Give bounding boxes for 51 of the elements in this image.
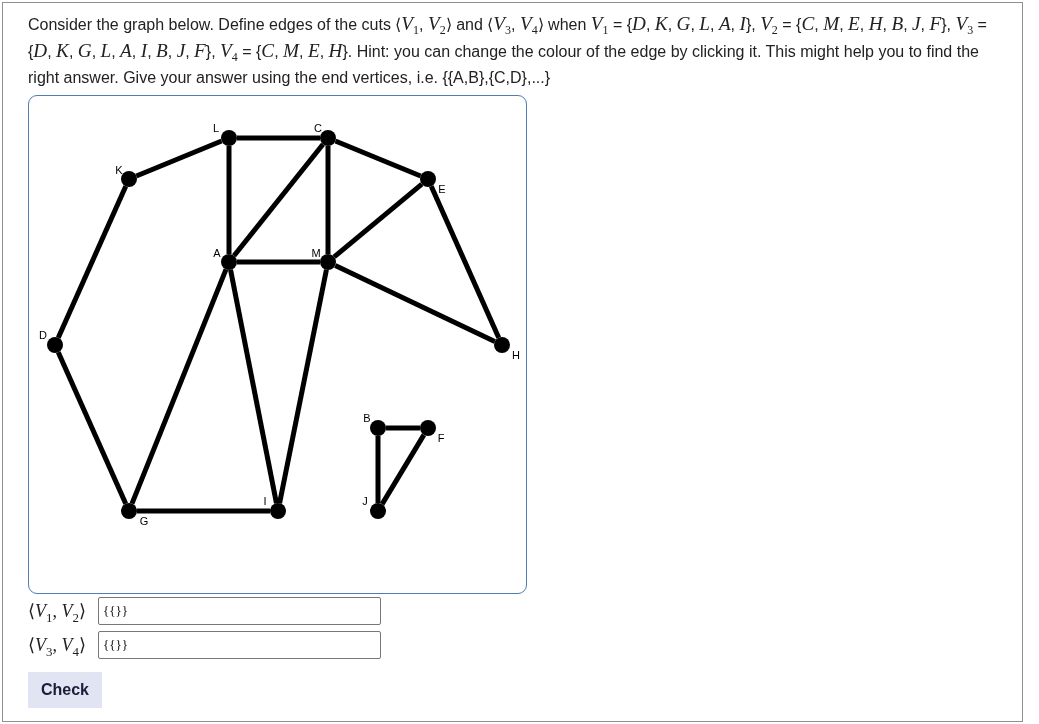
vertex-dot	[47, 337, 63, 353]
graph-edge	[375, 436, 381, 503]
graph-edge	[334, 138, 422, 179]
vertex-label: C	[314, 122, 322, 134]
graph-edge	[137, 508, 270, 514]
graph-edge	[232, 142, 325, 258]
graph-edge	[386, 425, 420, 431]
graph-edge	[55, 185, 129, 339]
vertex-dot	[370, 420, 386, 436]
graph-edge	[55, 351, 129, 505]
graph-edge	[380, 433, 426, 506]
vertex-label: A	[213, 247, 221, 259]
vertex-label: D	[39, 329, 47, 341]
vertex-dot	[221, 130, 237, 146]
vertex-dot	[320, 130, 336, 146]
vertex-label: E	[438, 183, 446, 195]
graph-edge	[277, 269, 329, 504]
vertex-label: K	[115, 164, 123, 176]
vertex-dot	[420, 420, 436, 436]
vertex-label: B	[363, 412, 371, 424]
vertex-label: J	[362, 495, 368, 507]
vertex-dot	[270, 503, 286, 519]
graph-edge	[325, 146, 331, 254]
graph-edge	[334, 263, 496, 344]
question-text: Consider the graph below. Define edges of the cuts ⟨V$_{1}$, V$_{2}$⟩ and ⟨V$_{3}$, V$_{4}$⟩ when V$_{1}$ = {D, K, G, L, A, I}, V$_{2}$ = {C, M, E, H, B, J, F}, V$_{3}$ = {D, K, G, L, A, I, B, J, F}, V$_{4}$ = {C, M, E, H}. Hint: you can change the colour of the edge by clicking it. This might help you to find the right answer. Give your answer using the end vertices, i.e. {{A,B},{C,D},...}	[28, 12, 988, 88]
vertex-label: L	[212, 122, 220, 134]
vertex-label: I	[263, 495, 267, 507]
input-field: {{}}	[98, 631, 381, 659]
graph-edge	[332, 182, 424, 259]
graph-edge	[237, 259, 320, 265]
graph-edge	[135, 138, 223, 179]
vertex-dot	[420, 171, 436, 187]
vertex-label: G	[139, 515, 149, 527]
vertex-dot	[221, 254, 237, 270]
vertex-label: M	[311, 247, 321, 259]
vertex-dot	[121, 503, 137, 519]
vertex-label: H	[512, 349, 520, 361]
vertex-dot	[121, 171, 137, 187]
cut-label: ⟨V$_{1}$, V$_{2}$⟩	[28, 600, 88, 622]
vertex-dot	[370, 503, 386, 519]
graph-edge	[428, 185, 502, 339]
vertex-label: F	[437, 432, 445, 444]
graph-edge	[226, 146, 232, 254]
cut-label: ⟨V$_{3}$, V$_{4}$⟩	[28, 634, 88, 656]
check-button: Check	[28, 672, 102, 708]
vertex-dot	[494, 337, 510, 353]
input-field: {{}}	[98, 597, 381, 625]
graph-edge	[237, 135, 320, 141]
graph-edge	[129, 268, 229, 505]
graph-edge	[228, 269, 279, 504]
vertex-dot	[320, 254, 336, 270]
